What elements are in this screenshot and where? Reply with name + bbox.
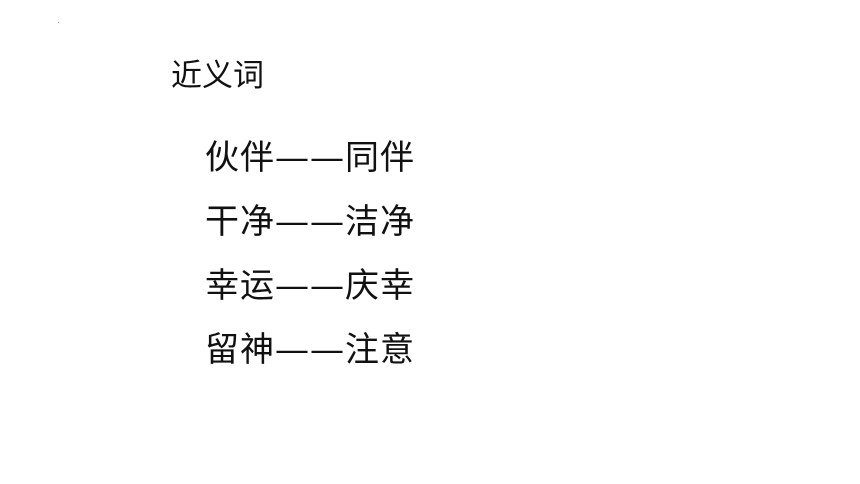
word-right: 庆幸 (345, 266, 415, 306)
word-left: 伙伴 (205, 138, 275, 178)
corner-mark (58, 22, 59, 23)
word-right: 洁净 (345, 202, 415, 242)
word-right: 注意 (345, 330, 415, 370)
synonym-pair: 幸运——庆幸 (205, 254, 415, 318)
word-left: 留神 (205, 330, 275, 370)
synonym-pair: 干净——洁净 (205, 190, 415, 254)
synonym-pair: 伙伴——同伴 (205, 126, 415, 190)
word-right: 同伴 (345, 138, 415, 178)
dash: —— (275, 330, 345, 370)
dash: —— (275, 202, 345, 242)
slide-title: 近义词 (171, 58, 264, 94)
word-left: 幸运 (205, 266, 275, 306)
synonym-pair: 留神——注意 (205, 318, 415, 382)
synonym-list: 伙伴——同伴 干净——洁净 幸运——庆幸 留神——注意 (205, 126, 415, 382)
word-left: 干净 (205, 202, 275, 242)
dash: —— (275, 266, 345, 306)
dash: —— (275, 138, 345, 178)
